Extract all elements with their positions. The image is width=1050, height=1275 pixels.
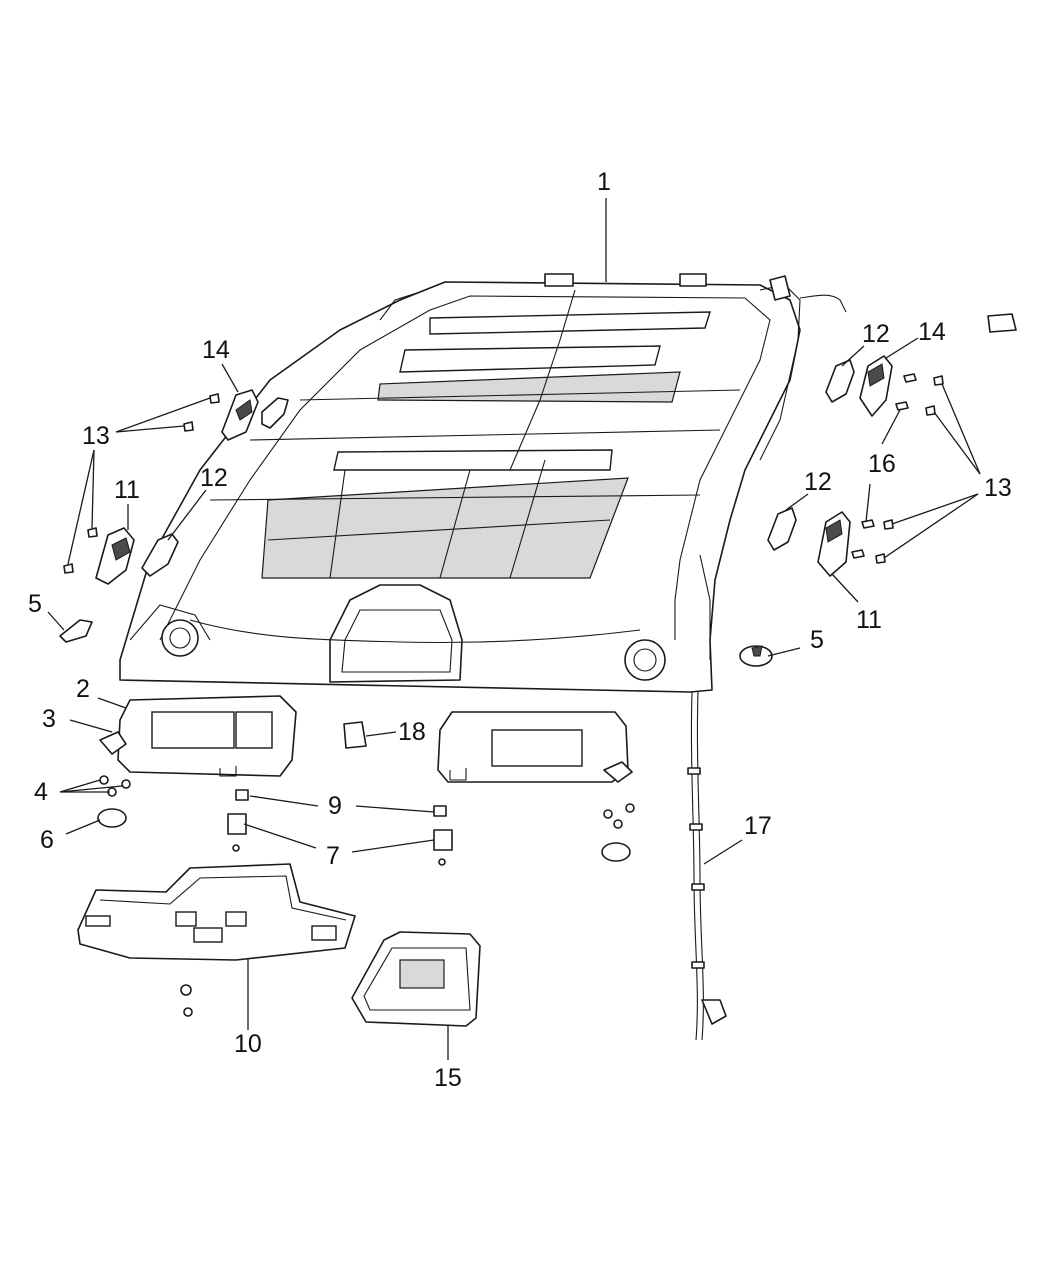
visor-clip-right [601,842,631,862]
clip-top-right [987,313,1017,333]
clip-left-3 [87,527,98,538]
callout-6: 6 [40,826,54,854]
clip-right-2 [925,405,936,416]
visor-pivot-left [99,731,127,755]
callout-3: 3 [42,705,56,733]
bracket-7-left [227,813,247,835]
callout-10: 10 [234,1030,262,1058]
callout-14-left: 14 [202,336,230,364]
visor-clip-left [97,808,127,828]
screw-right-4 [851,549,865,559]
callout-9: 9 [328,792,342,820]
callout-13-right: 13 [984,474,1012,502]
callout-2: 2 [76,675,90,703]
screw-4a [99,775,109,785]
clip-right-1 [933,375,944,386]
callout-labels: 1 2 3 4 5 5 6 7 9 10 11 11 12 12 12 13 1… [28,168,1012,1092]
clip-left-2 [183,421,194,432]
callout-5-right: 5 [810,626,824,654]
callout-7: 7 [326,842,340,870]
screw-4b [121,779,131,789]
handle-cover-upper-left [261,397,289,429]
headliner [119,273,847,693]
callout-18: 18 [398,718,426,746]
callout-11-right: 11 [856,606,882,634]
screw-right-3 [861,519,875,529]
screw-right-2 [895,401,909,411]
callout-4: 4 [34,778,48,806]
handle-cover-lower-left [141,533,179,577]
bracket-18 [343,721,367,749]
clip-left-1 [209,393,220,404]
callout-15: 15 [434,1064,462,1092]
clip-right-4 [875,553,886,564]
clip-right-3 [883,519,894,530]
visor-pivot-right [603,761,633,783]
overhead-console [77,863,356,961]
callout-13-left: 13 [82,422,110,450]
callout-1: 1 [597,168,611,196]
bracket-7-right [433,829,453,851]
grab-handle-front-right [817,511,851,577]
clip-9-left [235,789,249,801]
callout-12-left: 12 [200,464,228,492]
handle-cover-lower-right [767,507,797,551]
callout-5-left: 5 [28,590,42,618]
grab-handle-rear-right [859,355,893,417]
handle-cover-upper-right [825,359,855,403]
screw-right-1 [903,373,917,383]
leader-lines [47,198,981,1060]
callout-17: 17 [744,812,772,840]
coat-hook-left [59,619,93,643]
clip-9-right [433,805,447,817]
callout-16: 16 [868,450,896,478]
clip-left-4 [63,563,74,574]
callout-12-right-top: 12 [862,320,890,348]
callout-12-right-mid: 12 [804,468,832,496]
callout-14-right: 14 [918,318,946,346]
callout-11-left: 11 [114,476,140,504]
wire-harness [690,691,698,1041]
